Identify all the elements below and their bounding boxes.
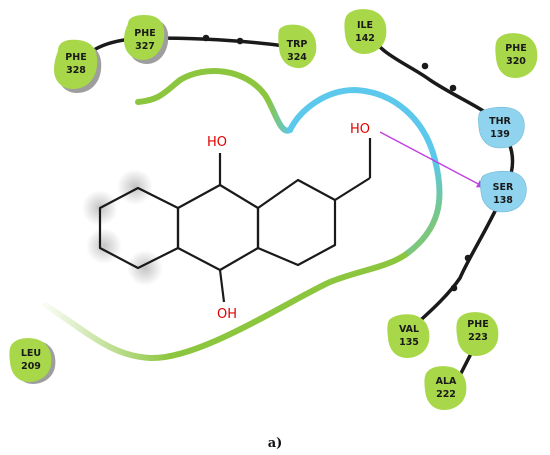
svg-text:ALA: ALA bbox=[436, 376, 457, 387]
backbone-node bbox=[421, 62, 429, 70]
backbone-node bbox=[464, 254, 472, 262]
svg-text:PHE: PHE bbox=[134, 28, 155, 39]
residue-trp324: TRP 324 bbox=[278, 24, 317, 69]
backbone-chain-top bbox=[78, 36, 286, 65]
figure-caption: a) bbox=[268, 436, 283, 451]
svg-text:ILE: ILE bbox=[357, 20, 373, 31]
solvent-exposure-halos bbox=[82, 169, 163, 286]
ligand-structure bbox=[98, 138, 372, 303]
svg-text:VAL: VAL bbox=[399, 324, 419, 335]
svg-text:209: 209 bbox=[21, 361, 41, 372]
svg-text:328: 328 bbox=[66, 65, 86, 76]
backbone-node bbox=[202, 34, 210, 42]
residue-ala222: ALA 222 bbox=[424, 366, 467, 410]
backbone-node bbox=[450, 284, 458, 292]
pocket-contour-polar bbox=[287, 86, 443, 258]
svg-text:320: 320 bbox=[506, 56, 526, 67]
residue-phe328: PHE 328 bbox=[54, 39, 102, 93]
backbone-chain-right bbox=[366, 31, 515, 332]
atom-label-hydroxyl-side: HO bbox=[350, 122, 370, 137]
svg-text:PHE: PHE bbox=[467, 319, 488, 330]
backbone-node bbox=[236, 37, 244, 45]
residue-phe327: PHE 327 bbox=[124, 15, 169, 64]
svg-text:135: 135 bbox=[399, 337, 419, 348]
svg-text:139: 139 bbox=[490, 129, 510, 140]
residue-thr139: THR 139 bbox=[478, 106, 525, 149]
svg-text:LEU: LEU bbox=[21, 348, 41, 359]
residue-phe223: PHE 223 bbox=[456, 312, 499, 356]
residue-val135: VAL 135 bbox=[387, 314, 430, 358]
pocket-contour-top bbox=[135, 68, 293, 134]
residue-ser138: SER 138 bbox=[480, 170, 527, 213]
atom-label-hydroxyl-top: HO bbox=[207, 135, 227, 150]
svg-text:PHE: PHE bbox=[65, 52, 86, 63]
svg-text:327: 327 bbox=[135, 41, 155, 52]
svg-text:324: 324 bbox=[287, 52, 307, 63]
residue-leu209: LEU 209 bbox=[9, 338, 56, 384]
residue-phe320: PHE 320 bbox=[495, 33, 538, 78]
svg-text:PHE: PHE bbox=[505, 43, 526, 54]
svg-text:138: 138 bbox=[493, 195, 513, 206]
svg-text:222: 222 bbox=[436, 389, 456, 400]
svg-text:TRP: TRP bbox=[287, 39, 308, 50]
svg-text:SER: SER bbox=[493, 182, 514, 193]
svg-text:223: 223 bbox=[468, 332, 488, 343]
hydrogen-bond-arrow bbox=[379, 131, 485, 188]
backbone-node bbox=[449, 84, 457, 92]
svg-text:THR: THR bbox=[489, 116, 511, 127]
atom-label-hydroxyl-bottom: OH bbox=[217, 307, 237, 322]
residue-ile142: ILE 142 bbox=[344, 9, 387, 54]
pocket-contour-bottom bbox=[42, 252, 408, 362]
svg-text:142: 142 bbox=[355, 33, 375, 44]
